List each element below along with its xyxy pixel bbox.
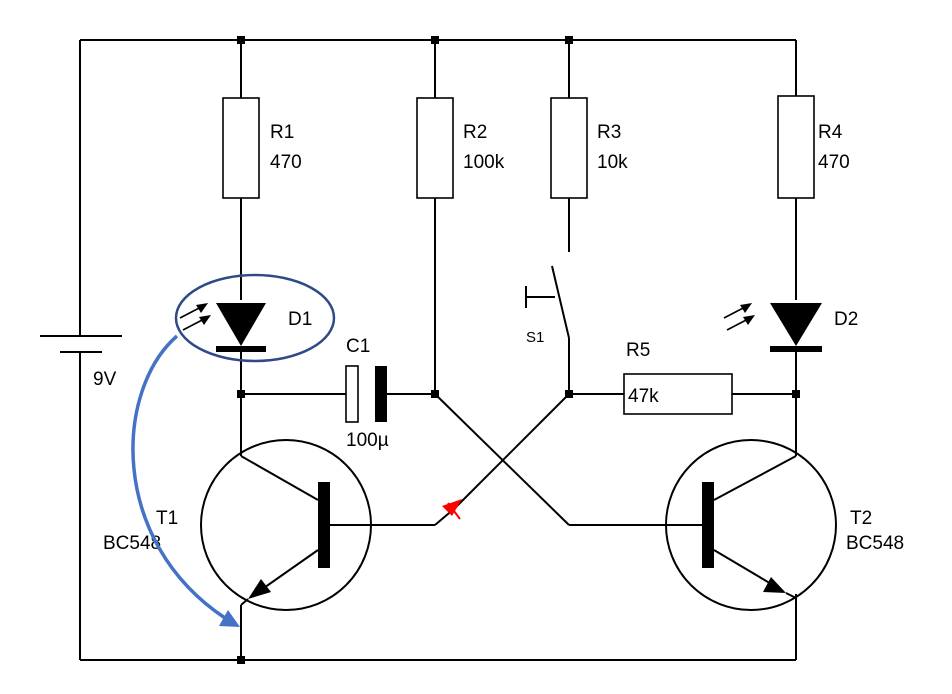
d2-ref-label: D2 (834, 309, 858, 330)
cross-coupling-wires (324, 393, 702, 526)
r5-ref-label: R5 (626, 340, 650, 361)
r5-value-label: 47k (628, 386, 659, 407)
led-d2 (723, 303, 822, 352)
resistor-r1 (222, 97, 260, 199)
led-d1 (179, 303, 266, 352)
s1-ref-label: S1 (526, 329, 544, 346)
r1-value-label: 470 (270, 152, 302, 173)
c1-ref-label: C1 (346, 336, 370, 357)
t2-ref-label: T2 (850, 508, 872, 529)
led-d1-emission-arrows (179, 303, 211, 331)
resistor-r4 (777, 95, 815, 199)
capacitor-c1 (241, 365, 435, 423)
red-junction-marker (442, 499, 462, 520)
t2-type-label: BC548 (846, 533, 904, 554)
t1-type-label: BC548 (103, 533, 161, 554)
battery-symbol (40, 335, 122, 353)
d1-highlight-ellipse (174, 273, 336, 363)
r4-ref-label: R4 (818, 122, 843, 143)
r2-value-label: 100k (463, 152, 505, 173)
c1-value-label: 100µ (346, 430, 389, 451)
resistor-r3 (550, 97, 588, 199)
resistor-r2 (416, 97, 454, 199)
led-d2-emission-arrows (723, 303, 755, 331)
r1-ref-label: R1 (270, 122, 294, 143)
battery-voltage-label: 9V (93, 369, 117, 390)
resistor-r5 (623, 373, 733, 415)
r4-value-label: 470 (818, 152, 850, 173)
d1-ref-label: D1 (288, 309, 312, 330)
junction-dots (237, 36, 800, 664)
r3-value-label: 10k (597, 152, 628, 173)
t1-ref-label: T1 (156, 508, 178, 529)
transistor-t2 (665, 439, 837, 611)
current-flow-arrow (131, 334, 240, 627)
r2-ref-label: R2 (463, 122, 487, 143)
pushbutton-s1 (525, 265, 570, 339)
r3-ref-label: R3 (597, 122, 621, 143)
transistor-t1 (200, 439, 372, 660)
